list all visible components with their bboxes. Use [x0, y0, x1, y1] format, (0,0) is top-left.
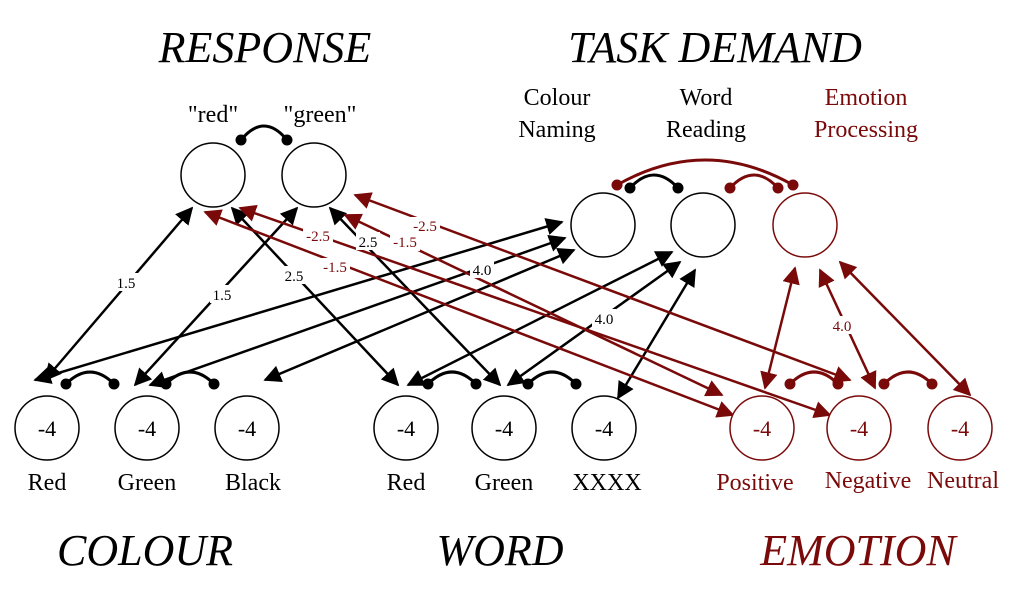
input-node-colour-green: -4 [114, 395, 180, 461]
inhibition-colour-1-2 [60, 370, 120, 390]
unit-value: -4 [850, 416, 868, 441]
input-label-word-red: Red [387, 470, 426, 496]
weight-label: -2.5 [413, 219, 437, 235]
unit-value: -4 [238, 416, 256, 441]
weight-label: -1.5 [323, 260, 347, 276]
weight-label: 1.5 [213, 288, 232, 304]
input-label-emo-neutral: Neutral [927, 468, 999, 494]
inhibition-task-colour-emotion [611, 158, 799, 191]
input-node-colour-black: -4 [214, 395, 280, 461]
input-label-word-xxxx: XXXX [572, 470, 641, 496]
weight-label: 1.5 [117, 276, 136, 292]
task-label-word-line1: Word [680, 85, 733, 111]
unit-value: -4 [753, 416, 771, 441]
unit-value: -4 [951, 416, 969, 441]
task-label-emotion-line1: Emotion [825, 85, 908, 111]
inhibition-task-word-emotion [724, 173, 784, 194]
weight-label: 2.5 [285, 269, 304, 285]
inhibition-word-2-3 [522, 370, 582, 390]
response-node-green [281, 142, 347, 208]
task-label-emotion-line2: Processing [814, 117, 918, 143]
input-label-colour-black: Black [225, 470, 281, 496]
input-node-word-green: -4 [471, 395, 537, 461]
edge-emo-positive-response-red [203, 209, 735, 418]
edge-word-red-task-word [406, 250, 674, 387]
edge-emo-positive-task-emotion [760, 266, 800, 390]
weight-labels: 1.5 1.5 2.5 2.5 4.0 4.0 4.0 -2.5 -2.5 -1… [114, 217, 854, 335]
input-node-word-xxxx: -4 [571, 395, 637, 461]
group-title-emotion: EMOTION [759, 526, 958, 575]
group-title-word: WORD [436, 526, 563, 575]
input-node-word-red: -4 [373, 395, 439, 461]
weight-label: -2.5 [306, 229, 330, 245]
input-label-emo-negative: Negative [825, 468, 912, 494]
input-label-colour-green: Green [118, 470, 177, 496]
input-node-emo-negative: -4 [826, 395, 892, 461]
task-label-colour-line2: Naming [518, 117, 595, 143]
task-label-colour-line1: Colour [524, 85, 591, 111]
input-label-emo-positive: Positive [716, 470, 793, 496]
edge-colour-black-task-colour [263, 248, 576, 382]
weight-label: 2.5 [359, 235, 378, 251]
group-title-colour: COLOUR [57, 526, 233, 575]
input-node-emo-positive: -4 [729, 395, 795, 461]
unit-value: -4 [138, 416, 156, 441]
group-title-response: RESPONSE [158, 23, 372, 72]
inhibition-response [235, 124, 293, 146]
input-label-colour-red: Red [28, 470, 67, 496]
task-node-colour-naming [570, 192, 636, 258]
weight-label: -1.5 [393, 235, 417, 251]
response-label-red: "red" [188, 102, 238, 128]
input-node-emo-neutral: -4 [927, 395, 993, 461]
unit-value: -4 [595, 416, 613, 441]
group-title-task-demand: TASK DEMAND [568, 23, 862, 72]
response-node-red [180, 142, 246, 208]
weight-label: 4.0 [833, 319, 852, 335]
unit-value: -4 [397, 416, 415, 441]
weight-label: 4.0 [473, 263, 492, 279]
input-label-word-green: Green [475, 470, 534, 496]
task-node-word-reading [670, 192, 736, 258]
unit-value: -4 [495, 416, 513, 441]
inhibition-task-colour-word [624, 173, 684, 194]
task-node-emotion-processing [772, 192, 838, 258]
edge-word-xxxx-task-word [616, 268, 697, 400]
inhibition-colour-2-3 [160, 370, 220, 390]
response-label-green: "green" [284, 102, 357, 128]
edge-emo-neutral-task-emotion [838, 260, 972, 397]
weight-label: 4.0 [595, 312, 614, 328]
task-label-word-line2: Reading [666, 117, 746, 143]
input-node-colour-red: -4 [14, 395, 80, 461]
edge-colour-green-task-colour [148, 235, 567, 388]
inhibition-emotion-2-3 [878, 370, 938, 390]
unit-value: -4 [38, 416, 56, 441]
